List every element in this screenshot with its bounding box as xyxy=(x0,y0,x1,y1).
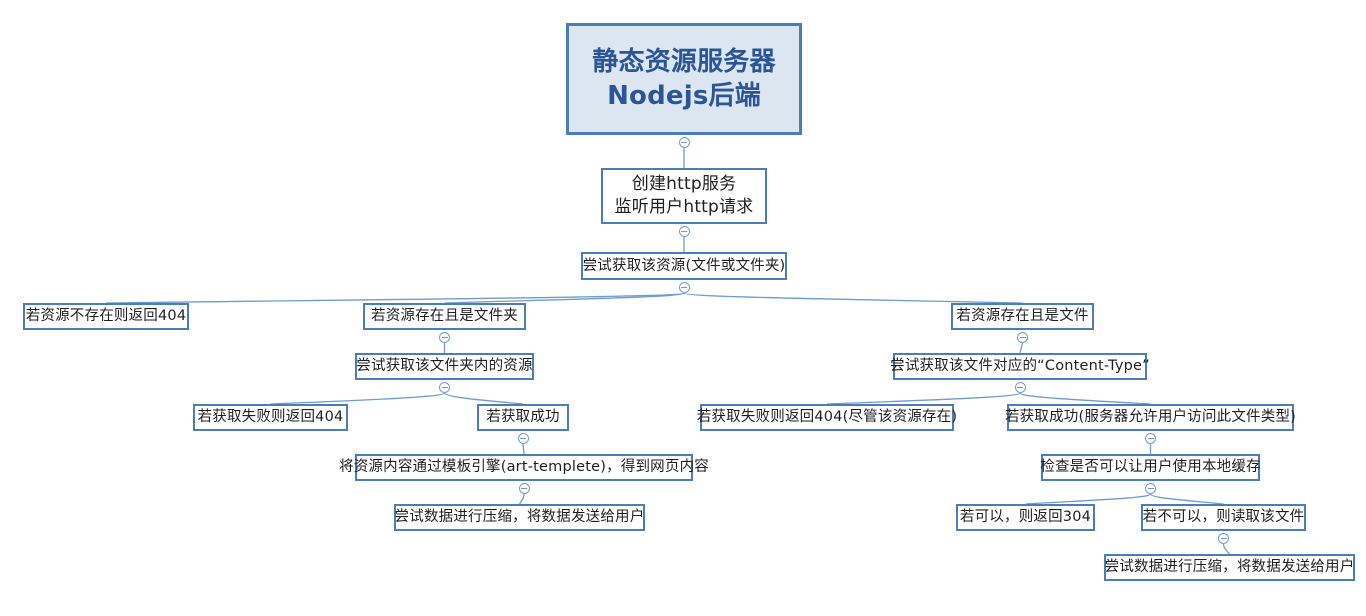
file-fetch-fail-404-node[interactable]: 若获取失败则返回404(尽管该资源存在) xyxy=(697,404,957,431)
node-label: 若可以，则返回304 xyxy=(959,509,1092,526)
node-label: 尝试获取该文件夹内的资源 xyxy=(356,358,533,375)
collapse-toggle-icon[interactable] xyxy=(1017,332,1028,343)
node-label-group: 静态资源服务器 Nodejs后端 xyxy=(592,45,775,114)
collapse-toggle-icon[interactable] xyxy=(1145,483,1156,494)
check-local-cache-node[interactable]: 检查是否可以让用户使用本地缓存 xyxy=(1040,454,1261,481)
edge-connector xyxy=(443,392,524,405)
node-label-group: 创建http服务监听用户http请求 xyxy=(615,173,754,219)
resource-is-folder-node[interactable]: 若资源存在且是文件夹 xyxy=(363,303,526,330)
node-label: 将资源内容通过模板引擎(art-templete)，得到网页内容 xyxy=(339,459,709,476)
edge-connector xyxy=(522,443,525,455)
edge-connector xyxy=(1149,493,1224,505)
collapse-toggle-icon[interactable] xyxy=(678,282,690,293)
edge-connector xyxy=(270,392,446,405)
edge-connector xyxy=(105,292,685,304)
node-label: 尝试数据进行压缩，将数据发送给用户 xyxy=(394,509,645,526)
node-label: 若获取成功 xyxy=(486,409,560,426)
create-http-service-node[interactable]: 创建http服务监听用户http请求 xyxy=(601,168,767,224)
collapse-toggle-icon[interactable] xyxy=(678,137,690,148)
try-get-folder-content-node[interactable]: 尝试获取该文件夹内的资源 xyxy=(355,353,534,380)
node-label: 创建http服务 xyxy=(631,174,737,195)
node-label-secondary: 监听用户http请求 xyxy=(614,197,754,217)
try-get-resource-node[interactable]: 尝试获取该资源(文件或文件夹) xyxy=(581,252,787,280)
node-label: 若资源存在且是文件 xyxy=(956,308,1089,325)
collapse-toggle-icon[interactable] xyxy=(1145,433,1156,444)
resource-is-file-node[interactable]: 若资源存在且是文件 xyxy=(951,303,1094,330)
collapse-toggle-icon[interactable] xyxy=(518,483,530,494)
template-engine-node[interactable]: 将资源内容通过模板引擎(art-templete)，得到网页内容 xyxy=(339,454,709,481)
node-label: 若获取失败则返回404 xyxy=(197,409,344,426)
node-label: 尝试获取该资源(文件或文件夹) xyxy=(582,257,786,274)
collapse-toggle-icon[interactable] xyxy=(439,382,450,393)
edge-connector xyxy=(444,292,685,304)
resource-not-exist-404-node[interactable]: 若资源不存在则返回404 xyxy=(23,303,189,330)
folder-fetch-fail-404-node[interactable]: 若获取失败则返回404 xyxy=(193,404,348,431)
node-label: 静态资源服务器 xyxy=(592,46,776,77)
node-label: 若不可以，则读取该文件 xyxy=(1142,509,1305,526)
compress-send-right-node[interactable]: 尝试数据进行压缩，将数据发送给用户 xyxy=(1104,554,1355,581)
collapse-toggle-icon[interactable] xyxy=(678,226,690,237)
read-file-node[interactable]: 若不可以，则读取该文件 xyxy=(1141,504,1306,531)
edge-connector xyxy=(1019,392,1151,405)
try-get-content-type-node[interactable]: 尝试获取该文件对应的“Content-Type” xyxy=(890,353,1150,380)
edge-connector xyxy=(826,392,1021,405)
node-label: 尝试获取该文件对应的“Content-Type” xyxy=(890,358,1150,375)
root-node[interactable]: 静态资源服务器 Nodejs后端 xyxy=(566,23,802,135)
node-label: 若资源存在且是文件夹 xyxy=(371,308,518,325)
collapse-toggle-icon[interactable] xyxy=(1218,533,1229,544)
file-fetch-success-node[interactable]: 若获取成功(服务器允许用户访问此文件类型) xyxy=(1005,404,1297,431)
return-304-node[interactable]: 若可以，则返回304 xyxy=(956,504,1095,531)
compress-send-left-node[interactable]: 尝试数据进行压缩，将数据发送给用户 xyxy=(394,504,645,531)
node-label-secondary: Nodejs后端 xyxy=(607,81,761,111)
edge-connector xyxy=(518,493,525,505)
node-label: 若获取失败则返回404(尽管该资源存在) xyxy=(696,409,958,426)
folder-fetch-success-node[interactable]: 若获取成功 xyxy=(477,404,569,431)
edge-connector xyxy=(1025,493,1152,505)
collapse-toggle-icon[interactable] xyxy=(439,332,450,343)
collapse-toggle-icon[interactable] xyxy=(517,433,529,444)
node-label: 检查是否可以让用户使用本地缓存 xyxy=(1040,459,1261,476)
edge-connector xyxy=(1222,543,1231,555)
node-label: 若获取成功(服务器允许用户访问此文件类型) xyxy=(1005,409,1297,426)
node-label: 若资源不存在则返回404 xyxy=(25,308,187,325)
node-label: 尝试数据进行压缩，将数据发送给用户 xyxy=(1104,559,1355,576)
collapse-toggle-icon[interactable] xyxy=(1014,382,1026,393)
edge-connector xyxy=(1019,342,1024,354)
edge-connector xyxy=(683,292,1023,304)
